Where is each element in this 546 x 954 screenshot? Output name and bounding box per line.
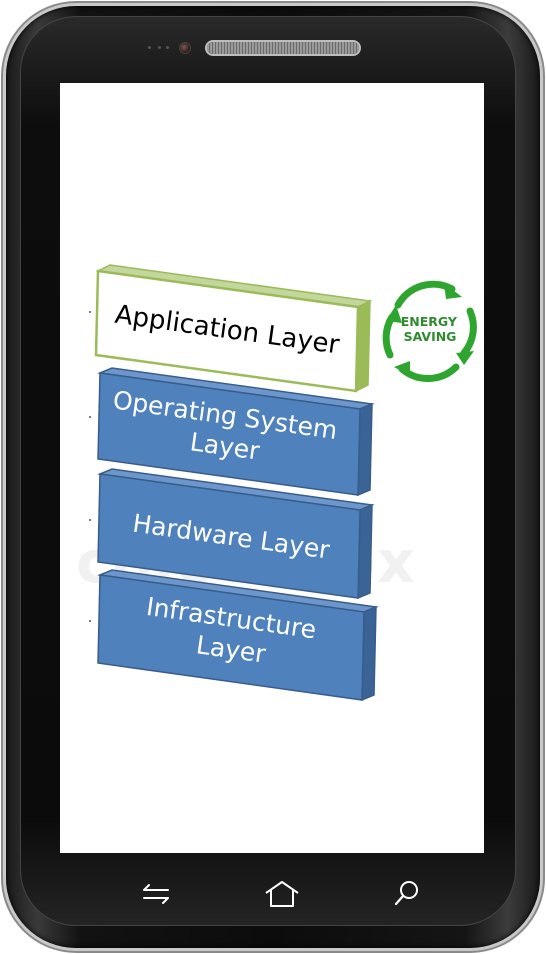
recycle-arrow-bottom: [398, 363, 460, 382]
phone-screen: colourbox Infrastructure Layer Hardware …: [60, 83, 484, 853]
sensor-dot: [148, 46, 151, 49]
arrow-head: [444, 283, 462, 299]
badge-label-line: SAVING: [404, 329, 457, 344]
front-camera: [180, 43, 190, 53]
arrow-head: [456, 351, 474, 365]
search-icon[interactable]: [387, 877, 427, 911]
earpiece-speaker: [207, 42, 359, 54]
back-arrow-icon[interactable]: [136, 877, 176, 911]
bullet-dot: [89, 620, 91, 622]
bullet-dot: [89, 519, 91, 521]
layer-front-face: [97, 574, 365, 701]
badge-label-line: ENERGY: [401, 314, 458, 329]
sensor-dot: [166, 46, 169, 49]
bullet-dot: [89, 311, 91, 313]
layer-block-operating-system: Operating System Layer: [97, 367, 375, 497]
layer-front-face: [94, 269, 360, 393]
recycle-arrow-top: [394, 280, 456, 309]
layer-stack-diagram: Infrastructure Layer Hardware Layer: [89, 264, 477, 702]
layer-block-infrastructure: Infrastructure Layer: [97, 569, 379, 702]
recycle-arrow-left: [382, 313, 396, 359]
bullet-dot: [89, 416, 91, 418]
recycle-arrow-right: [460, 307, 477, 357]
arrow-head: [386, 305, 402, 323]
arrow-head: [394, 361, 410, 376]
layer-block-hardware: Hardware Layer: [97, 468, 375, 600]
layer-block-application: Application Layer: [94, 264, 373, 393]
sensor-dot: [158, 46, 161, 49]
layer-front-face: [97, 473, 361, 599]
energy-saving-badge: ENERGY SAVING: [382, 280, 477, 382]
home-icon[interactable]: [262, 877, 302, 911]
badge-label: ENERGY SAVING: [401, 314, 462, 344]
layer-front-face: [97, 372, 361, 496]
